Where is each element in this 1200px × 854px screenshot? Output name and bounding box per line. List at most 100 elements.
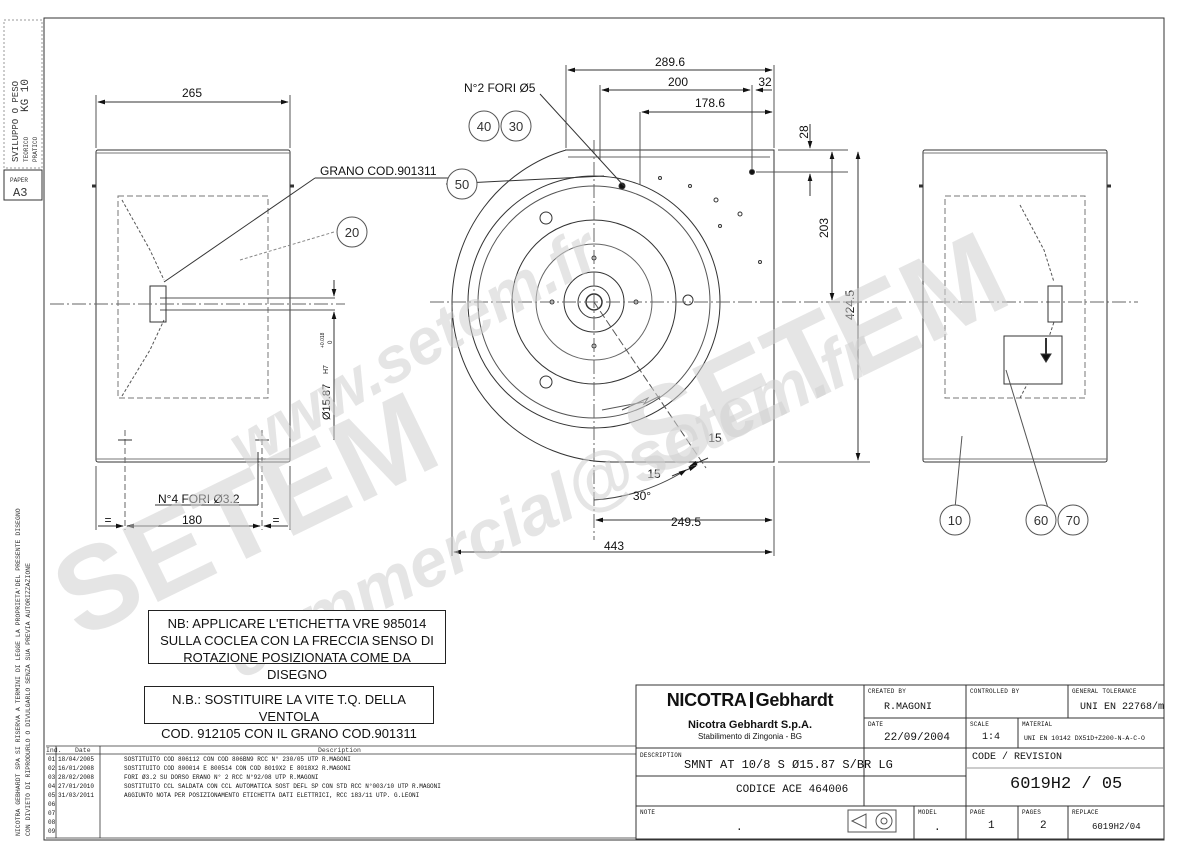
rev-header-desc: Description (318, 747, 361, 754)
replace-value: 6019H2/04 (1092, 822, 1141, 832)
revision-date: 28/02/2008 (58, 774, 94, 781)
callout-grano: GRANO COD.901311 (320, 164, 437, 178)
dim-265: 265 (182, 86, 202, 100)
tolerance-label: GENERAL TOLERANCE (1072, 688, 1137, 695)
revision-header: Ind. Date Description (46, 747, 361, 754)
callout-holes-3-2: N°4 FORI Ø3.2 (158, 492, 240, 506)
material-label: MATERIAL (1022, 721, 1053, 728)
logo-nicotra: NICOTRA (666, 690, 747, 710)
weight-line3: PRATICO (32, 136, 39, 162)
revision-desc: SOSTITUITO COD 800014 E 800514 CON COD 8… (124, 765, 351, 772)
logo-divider (749, 692, 753, 708)
pages-label: PAGES (1022, 809, 1042, 816)
dimension-labels: 265 289.6 200 32 178.6 28 203 424.5 15 1… (104, 55, 857, 553)
title-block-frame (635, 684, 1165, 840)
dim-eq-right: = (272, 513, 279, 527)
paper-size: A3 (13, 186, 27, 200)
created-by-value: R.MAGONI (884, 702, 933, 713)
dim-shaft-tol: H7 (323, 365, 330, 374)
revision-ind: 02 (48, 765, 56, 772)
revision-table (46, 745, 636, 839)
revision-date: 18/04/2005 (58, 756, 94, 763)
revision-ind: 01 (48, 756, 56, 763)
note-value: . (736, 822, 743, 834)
revision-ind: 03 (48, 774, 56, 781)
company-logo: NICOTRA Gebhardt (640, 690, 860, 711)
revision-ind: 09 (48, 828, 56, 835)
revision-desc: AGGIUNTO NOTA PER POSIZIONAMENTO ETICHET… (124, 792, 419, 799)
copyright-line1: NICOTRA GEBHARDT SPA SI RISERVA A TERMIN… (15, 508, 22, 836)
right-view (919, 149, 1111, 509)
note-label-instruction: NB: APPLICARE L'ETICHETTA VRE 985014 SUL… (148, 610, 446, 682)
sheet-border (43, 17, 1165, 841)
paper-box (3, 169, 43, 201)
dim-249-5: 249.5 (671, 515, 701, 529)
balloon-30: 30 (509, 119, 523, 134)
note-label: Note (640, 809, 656, 816)
tolerance-value: UNI EN 22768/m (1080, 702, 1165, 713)
revision-ind: 07 (48, 810, 56, 817)
dim-shaft-tol-lower: 0 (328, 340, 334, 344)
balloon-40: 40 (477, 119, 491, 134)
page-value: 1 (988, 820, 995, 832)
dim-shaft-tol-upper: +0.018 (320, 332, 326, 348)
note-screw-replacement: N.B.: SOSTITUIRE LA VITE T.Q. DELLA VENT… (144, 686, 434, 741)
note1-line2: SULLA COCLEA CON LA FRECCIA SENSO DI (160, 633, 434, 648)
copyright-line2: CON DIVIETO DI RIPRODURLO O DIVULGARLO S… (25, 563, 32, 836)
center-view (430, 65, 1138, 556)
dim-15-a: 15 (647, 467, 661, 481)
revision-date: 16/01/2008 (58, 765, 94, 772)
left-view (50, 95, 448, 530)
balloon-labels: 40 30 50 20 10 60 70 (345, 119, 1080, 528)
note1-line1: NB: APPLICARE L'ETICHETTA VRE 985014 (167, 616, 427, 631)
revision-date: 31/03/2011 (58, 792, 94, 799)
dim-203: 203 (817, 218, 831, 238)
description-value: SMNT AT 10/8 S Ø15.87 S/BR LG (684, 758, 893, 772)
revision-ind: 04 (48, 783, 56, 790)
date-label: DATE (868, 721, 884, 728)
logo-gebhardt: Gebhardt (755, 690, 834, 710)
created-by-label: CREATED BY (868, 688, 907, 695)
revision-desc: SOSTITUITO CCL SALDATA CON CCL AUTOMATIC… (124, 783, 441, 790)
revision-ind: 05 (48, 792, 56, 799)
side-strip: PAPER A3 SVILUPPO O PESO TEORICO PRATICO… (10, 79, 39, 836)
dim-15-b: 15 (708, 431, 722, 445)
rev-header-ind: Ind. (46, 747, 62, 754)
weight-line1: SVILUPPO O PESO (11, 81, 21, 162)
dim-443: 443 (604, 539, 624, 553)
controlled-by-label: CONTROLLED BY (970, 688, 1020, 695)
dim-289-6: 289.6 (655, 55, 685, 69)
balloon-50: 50 (455, 177, 469, 192)
dim-178-6: 178.6 (695, 96, 725, 110)
revision-desc: SOSTITUITO COD 806112 CON COD 806BN9 RCC… (124, 756, 351, 763)
date-value: 22/09/2004 (884, 732, 951, 744)
note2-line2: COD. 912105 CON IL GRANO COD.901311 (161, 726, 417, 741)
note1-line3: ROTAZIONE POSIZIONATA COME DA DISEGNO (183, 650, 411, 682)
balloon-60: 60 (1034, 513, 1048, 528)
balloon-70: 70 (1066, 513, 1080, 528)
balloon-10: 10 (948, 513, 962, 528)
dim-28: 28 (797, 125, 811, 139)
rev-header-date: Date (75, 747, 91, 754)
revision-desc: FORI Ø3.2 SU DORSO ERANO N° 2 RCC N°92/0… (124, 774, 318, 781)
weight-box (3, 19, 43, 169)
page-label: PAGE (970, 809, 986, 816)
code-revision-label: CODE / REVISION (972, 752, 1063, 763)
replace-label: REPLACE (1072, 809, 1099, 816)
dim-424-5: 424.5 (843, 290, 857, 320)
paper-label: PAPER (10, 177, 28, 184)
dim-32: 32 (758, 75, 772, 89)
callout-holes-5: N°2 FORI Ø5 (464, 81, 536, 95)
dim-200: 200 (668, 75, 688, 89)
model-label: MODEL (918, 809, 938, 816)
revision-ind: 08 (48, 819, 56, 826)
revision-date: 27/01/2010 (58, 783, 94, 790)
company-plant: Stabilimento di Zingonia - BG (697, 732, 803, 741)
dim-shaft: Ø15.87 (321, 384, 333, 420)
revision-ind: 06 (48, 801, 56, 808)
dim-180: 180 (182, 513, 202, 527)
material-value: UNI EN 10142 DX51D+Z200-N-A-C-O (1024, 735, 1145, 742)
